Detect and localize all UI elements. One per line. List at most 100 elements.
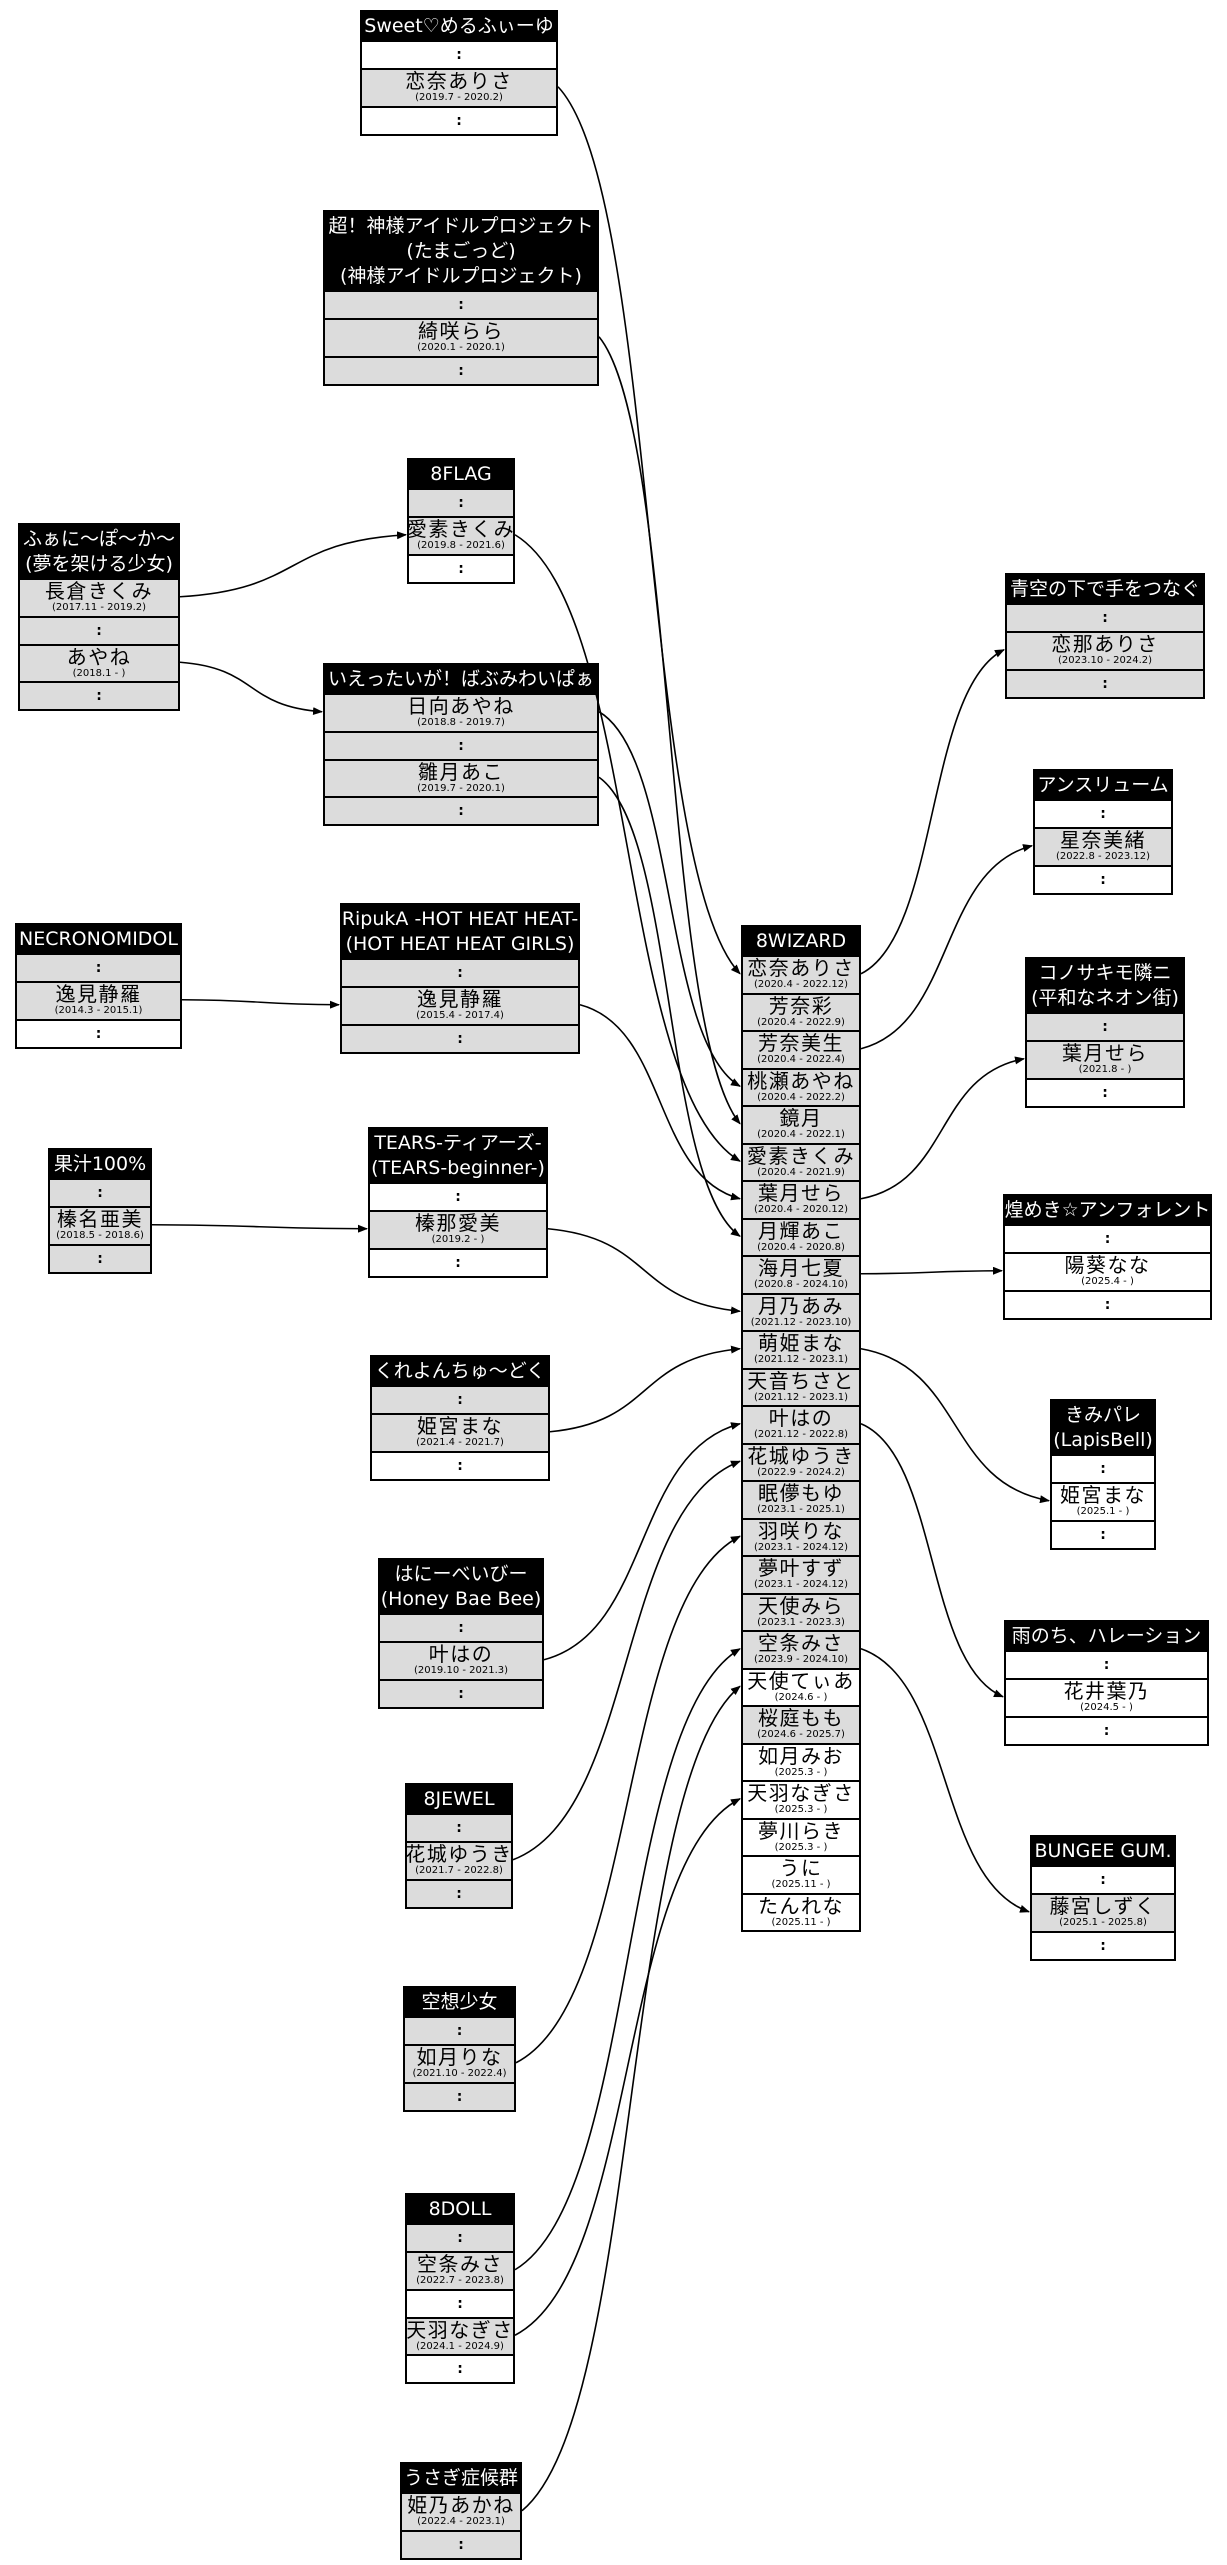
group-title-funipoka: ふぁに〜ぽ〜か〜(夢を架ける少女) [20,525,178,578]
member-name: 眠儚もゆ [758,1481,844,1506]
ellipsis-glyph: : [457,2361,463,2377]
member-tenure-dates: (2024.6 - ) [774,1691,828,1703]
member-name: 姫宮まな [1060,1483,1146,1508]
member-name: 逸見静羅 [55,982,142,1007]
ellipsis-row: : [20,615,178,644]
ellipsis-row: : [409,488,513,516]
transfer-edge-8wizard-to-amenochi [860,1423,1004,1698]
member-name: 花井葉乃 [1063,1679,1150,1704]
member-row: 逸見静羅(2014.3 - 2015.1) [17,981,180,1019]
member-tenure-dates: (2021.7 - 2022.8) [415,1865,503,1877]
member-tenure-dates: (2017.11 - 2019.2) [51,602,147,614]
member-name: 叶はの [428,1642,494,1667]
member-tenure-dates: (2020.4 - 2020.8) [757,1241,845,1253]
ellipsis-row: : [380,1678,542,1707]
group-title-tears: TEARS-ティアーズ-(TEARS-beginner-) [370,1129,546,1182]
group-title-ietta: いえったいが！ばぶみわいぱぁ [325,665,597,693]
group-box-honeybae: はにーべいびー(Honey Bae Bee):叶はの(2019.10 - 202… [378,1558,544,1709]
group-title-8flag: 8FLAG [409,460,513,488]
member-name: 萌姫まな [758,1331,844,1356]
member-tenure-dates: (2025.3 - ) [774,1766,828,1778]
ellipsis-row: : [370,1182,546,1210]
member-tenure-dates: (2020.1 - 2020.1) [417,342,505,354]
member-name: 恋那ありさ [1051,632,1159,657]
member-tenure-dates: (2020.4 - 2022.1) [757,1129,845,1141]
transfer-edge-8wizard-to-kimipare [860,1347,1050,1504]
member-tenure-dates: (2019.10 - 2021.3) [413,1665,509,1677]
ellipsis-row: : [342,1023,578,1052]
group-title-konosaki: コノサキモ隣ニ(平和なネオン街) [1027,959,1183,1012]
transfer-edge-8wizard-to-aozora [860,649,1005,975]
group-title-line: ふぁに〜ぽ〜か〜 [22,527,175,550]
member-name: うに [779,1856,823,1881]
ellipsis-glyph: : [458,737,464,754]
member-row: 夢叶すず(2023.1 - 2024.12) [743,1555,859,1593]
ellipsis-glyph: : [456,47,462,63]
member-tenure-dates: (2019.2 - ) [431,1234,485,1246]
ellipsis-glyph: : [96,688,102,704]
member-tenure-dates: (2023.1 - 2025.1) [757,1504,845,1516]
member-name: 鏡月 [779,1106,823,1131]
member-row: 天音ちさと(2021.12 - 2023.1) [743,1367,859,1405]
group-title-8doll: 8DOLL [407,2195,513,2223]
ellipsis-row: : [50,1178,150,1206]
group-title-line: コノサキモ隣ニ [1038,961,1172,984]
member-name: 桃瀬あやね [747,1068,855,1093]
ellipsis-row: : [1027,1012,1183,1040]
group-title-line: 煌めき☆アンフォレント [1005,1198,1210,1221]
group-title-line: (Honey Bae Bee) [380,1587,542,1610]
ellipsis-glyph: : [457,1392,463,1408]
group-title-line: (平和なネオン街) [1031,986,1179,1009]
member-tenure-dates: (2023.10 - 2024.2) [1057,655,1153,667]
transfer-edge-kureyon-to-8wizard [549,1345,741,1433]
group-title-line: 8DOLL [428,2197,492,2220]
member-tenure-dates: (2022.8 - 2023.12) [1055,851,1151,863]
group-title-aozora: 青空の下で手をつなぐ [1007,575,1203,603]
transfer-edge-8doll-to-8wizard [514,1798,741,2336]
group-title-kimipare: きみパレ(LapisBell) [1052,1401,1154,1454]
ellipsis-row: : [1027,1077,1183,1106]
ellipsis-row: : [1032,1930,1174,1959]
member-tenure-dates: (2025.1 - 2025.8) [1059,1917,1147,1929]
group-box-usagi: うさぎ症候群姫乃あかね(2022.4 - 2023.1): [400,2462,522,2560]
ellipsis-row: : [1005,1289,1210,1318]
transfer-edge-8wizard-to-anthurium [860,844,1033,1050]
member-name: 空条みさ [758,1631,844,1656]
ellipsis-glyph: : [1100,1461,1106,1477]
group-title-line: うさぎ症候群 [403,2466,518,2489]
group-box-konosaki: コノサキモ隣ニ(平和なネオン街):葉月せら(2021.8 - ): [1025,957,1185,1108]
member-row: 愛素きくみ(2019.8 - 2021.6) [409,516,513,554]
ellipsis-row: : [1032,1865,1174,1893]
group-title-kirameki: 煌めき☆アンフォレント [1005,1196,1210,1224]
ellipsis-row: : [370,1247,546,1276]
member-tenure-dates: (2019.7 - 2020.2) [415,92,503,104]
group-title-usagi: うさぎ症候群 [402,2464,520,2492]
group-title-line: 8WIZARD [755,929,847,952]
member-name: 榛那愛美 [415,1211,501,1236]
member-row: 葉月せら(2020.4 - 2020.12) [743,1180,859,1218]
member-name: 天羽なぎさ [747,1781,855,1806]
group-title-line: アンスリューム [1037,773,1169,796]
member-row: 月乃あみ(2021.12 - 2023.10) [743,1292,859,1330]
ellipsis-row: : [1035,864,1171,893]
ellipsis-row: : [50,1243,150,1272]
ellipsis-glyph: : [456,2088,463,2105]
ellipsis-row: : [325,796,597,824]
ellipsis-glyph: : [457,1457,463,1474]
group-title-line: NECRONOMIDOL [19,927,178,950]
transfer-edge-8wizard-to-konosaki [860,1056,1025,1200]
ellipsis-glyph: : [1100,1937,1106,1954]
group-box-sweet: Sweet♡めるふぃーゆ:恋奈ありさ(2019.7 - 2020.2): [360,10,558,136]
transfer-edge-kuso-to-8wizard [515,1535,741,2064]
member-row: 榛名亜美(2018.5 - 2018.6) [50,1206,150,1244]
group-box-aozora: 青空の下で手をつなぐ:恋那ありさ(2023.10 - 2024.2): [1005,573,1205,699]
group-box-ietta: いえったいが！ばぶみわいぱぁ日向あやね(2018.8 - 2019.7):雛月あ… [323,663,599,826]
member-row: 月輝あこ(2020.4 - 2020.8) [743,1217,859,1255]
member-tenure-dates: (2024.5 - ) [1080,1702,1133,1714]
ellipsis-row: : [407,2288,513,2317]
ellipsis-glyph: : [455,1189,461,1205]
ellipsis-row: : [325,355,597,384]
member-tenure-dates: (2024.1 - 2024.9) [416,2340,504,2352]
member-name: 姫乃あかね [407,2493,515,2518]
